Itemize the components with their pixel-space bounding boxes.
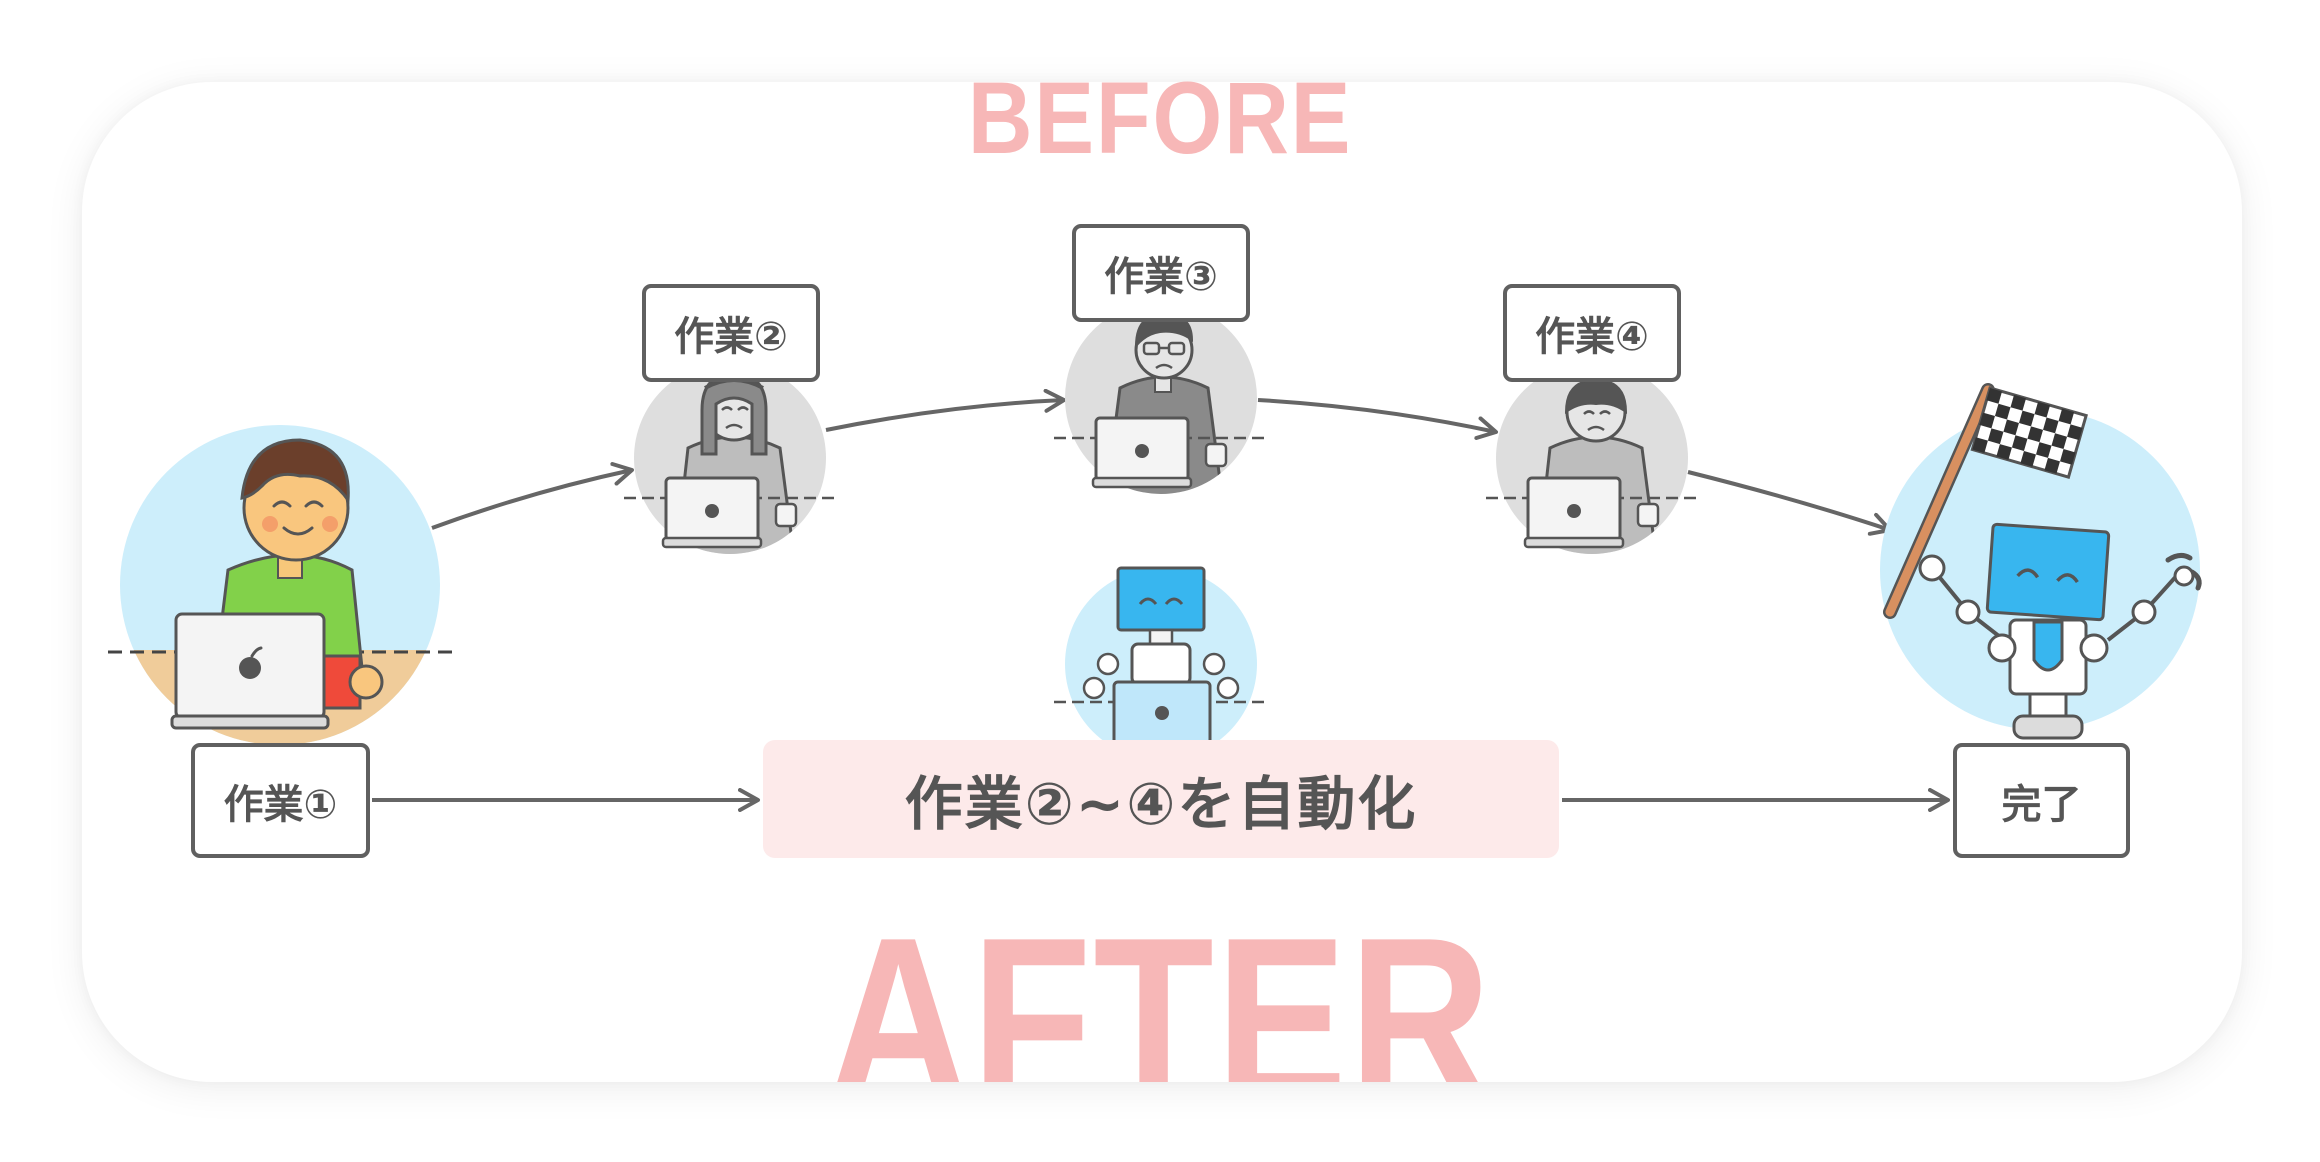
task-3-box: 作業③: [1072, 224, 1250, 322]
after-heading: AFTER: [827, 900, 1493, 1082]
arrow-task3-to-task4: [1257, 398, 1498, 440]
arrow-task2-to-task3: [825, 388, 1066, 432]
done-box: 完了: [1953, 743, 2130, 858]
sad-person-at-laptop-icon: [1486, 350, 1698, 554]
automated-tasks-box: 作業②~④を自動化: [763, 740, 1559, 858]
task-4-box: 作業④: [1503, 284, 1681, 382]
sad-person-at-laptop-icon: [1054, 302, 1268, 494]
sad-person-at-laptop-icon: [624, 362, 836, 554]
robot-at-laptop-icon: [1054, 566, 1268, 760]
robot-with-checkered-flag-icon: [1880, 383, 2202, 740]
task-2-box: 作業②: [642, 284, 820, 382]
task-1-box: 作業①: [191, 743, 370, 858]
before-heading: BEFORE: [967, 61, 1353, 175]
arrow-task4-to-done: [1687, 470, 1892, 536]
person-at-laptop-icon: [108, 425, 452, 745]
arrow-task1-to-task2: [431, 462, 634, 530]
